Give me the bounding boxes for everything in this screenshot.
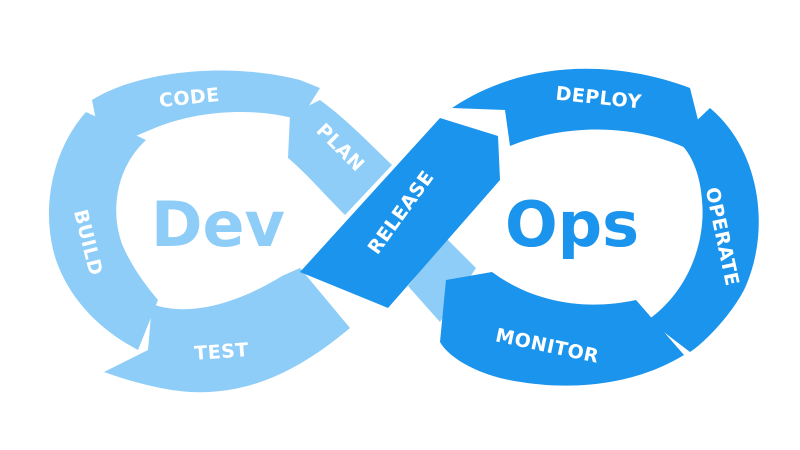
test-segment bbox=[104, 268, 350, 393]
monitor-segment bbox=[440, 272, 684, 386]
build-segment bbox=[48, 112, 159, 350]
test-label: TEST bbox=[194, 339, 250, 365]
dev-word: Dev bbox=[151, 188, 285, 261]
deploy-segment bbox=[452, 68, 700, 150]
release-segment bbox=[300, 118, 500, 308]
dev-loop bbox=[48, 70, 476, 393]
plan-segment bbox=[288, 100, 392, 215]
operate-segment bbox=[648, 108, 759, 352]
ops-word: Ops bbox=[505, 188, 639, 261]
ops-loop bbox=[300, 68, 759, 386]
code-segment bbox=[92, 70, 320, 150]
dev-return-arrow bbox=[408, 238, 476, 322]
